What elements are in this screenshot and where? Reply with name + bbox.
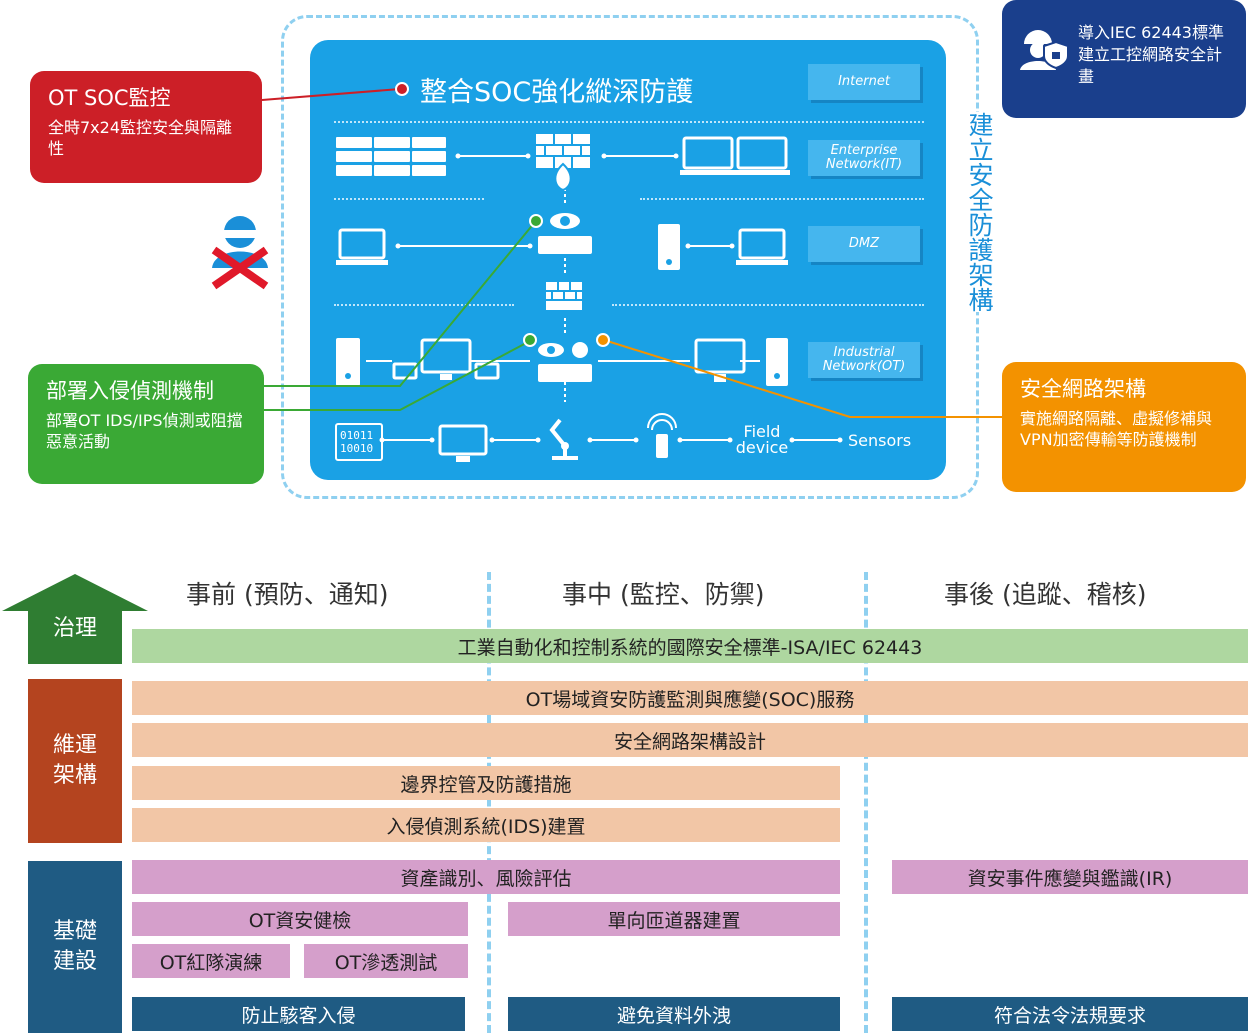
- zone-industrial-ot: Industrial Network(OT): [808, 342, 920, 378]
- callout-ids: 部署入侵偵測機制 部署OT IDS/IPS偵測或阻擋惡意活動: [28, 364, 264, 484]
- bar-incident-response: 資安事件應變與鑑識(IR): [892, 860, 1248, 894]
- phase-divider-2: [864, 572, 868, 1033]
- separator-it-dmz-left: [334, 198, 484, 200]
- phase-during: 事中 (監控、防禦): [562, 580, 765, 609]
- switch-icon: [538, 236, 592, 254]
- security-framework-label: 建立安全防護架構: [965, 112, 995, 312]
- zone-dmz: DMZ: [808, 226, 920, 262]
- bar-ids-deployment: 入侵偵測系統(IDS)建置: [132, 808, 840, 842]
- bar-isa-iec-62443: 工業自動化和控制系統的國際安全標準-ISA/IEC 62443: [132, 629, 1248, 663]
- dmz-monitor-icon: [338, 228, 386, 260]
- phase-before: 事前 (預防、通知): [186, 580, 389, 609]
- sensors-label: Sensors: [848, 431, 912, 450]
- bar-ot-red-team: OT紅隊演練: [132, 944, 290, 978]
- phase-divider-1: [487, 572, 491, 1033]
- category-infrastructure: 基礎建設: [28, 861, 122, 1033]
- callout-iec: 導入IEC 62443標準建立工控網路安全計畫: [1002, 0, 1246, 118]
- bar-outcome-prevent-leak: 避免資料外洩: [508, 997, 840, 1031]
- phase-after: 事後 (追蹤、稽核): [944, 580, 1147, 609]
- category-governance: 治理: [52, 616, 97, 641]
- panel-title: 整合SOC強化縱深防護: [420, 77, 694, 108]
- callout-iec-text: 導入IEC 62443標準建立工控網路安全計畫: [1078, 23, 1224, 86]
- separator-internet-it: [334, 121, 924, 123]
- callout-security-arch: 安全網路架構 實施網路隔離、虛擬修補與VPN加密傳輸等防護機制: [1002, 362, 1246, 492]
- callout-ids-text: 部署OT IDS/IPS偵測或阻擋惡意活動: [46, 411, 243, 451]
- category-infrastructure-label: 基礎建設: [52, 919, 97, 974]
- bar-asset-risk: 資產識別、風險評估: [132, 860, 840, 894]
- network-topology: [211, 82, 1004, 462]
- blocked-hacker-icon: [211, 216, 269, 290]
- field-device-label: Field device: [735, 422, 789, 457]
- callout-security-arch-title: 安全網路架構: [1020, 377, 1146, 401]
- bar-soc-service: OT場域資安防護監測與應變(SOC)服務: [132, 681, 1248, 715]
- callout-ot-soc: OT SOC監控 全時7x24監控安全與隔離性: [30, 71, 262, 183]
- separator-it-dmz-right: [640, 198, 924, 200]
- ids-eye-icon: [550, 213, 580, 229]
- category-operations-label: 維運架構: [52, 733, 97, 788]
- bar-ot-pentest: OT滲透測試: [304, 944, 468, 978]
- callout-ids-title: 部署入侵偵測機制: [46, 379, 214, 403]
- category-operations: 維運架構: [28, 679, 122, 843]
- bar-ot-checkup: OT資安健檢: [132, 902, 468, 936]
- bar-unidirectional-gateway: 單向匝道器建置: [508, 902, 840, 936]
- bar-outcome-prevent-intrusion: 防止駭客入侵: [132, 997, 465, 1031]
- server-rack-icon: [336, 137, 446, 176]
- bar-outcome-compliance: 符合法令法規要求: [892, 997, 1248, 1031]
- callout-security-arch-text: 實施網路隔離、虛擬修補與VPN加密傳輸等防護機制: [1020, 409, 1213, 449]
- monitor-icon: [682, 136, 788, 170]
- separator-dmz-ot-right: [612, 304, 924, 306]
- bar-network-architecture: 安全網路架構設計: [132, 723, 1248, 757]
- governance-arrow-icon: [2, 574, 148, 664]
- callout-ot-soc-text: 全時7x24監控安全與隔離性: [48, 118, 233, 158]
- engineer-shield-icon: [1020, 30, 1069, 70]
- zone-enterprise-it: Enterprise Network(IT): [808, 140, 920, 176]
- bar-boundary-control: 邊界控管及防護措施: [132, 766, 840, 800]
- binary-data-line-2: 10010: [340, 442, 374, 455]
- zone-internet: Internet: [808, 64, 920, 100]
- firewall-icon: [536, 134, 590, 192]
- callout-ot-soc-title: OT SOC監控: [48, 86, 171, 110]
- separator-dmz-ot-left: [334, 304, 514, 306]
- binary-data-line-1: 01011: [340, 429, 374, 442]
